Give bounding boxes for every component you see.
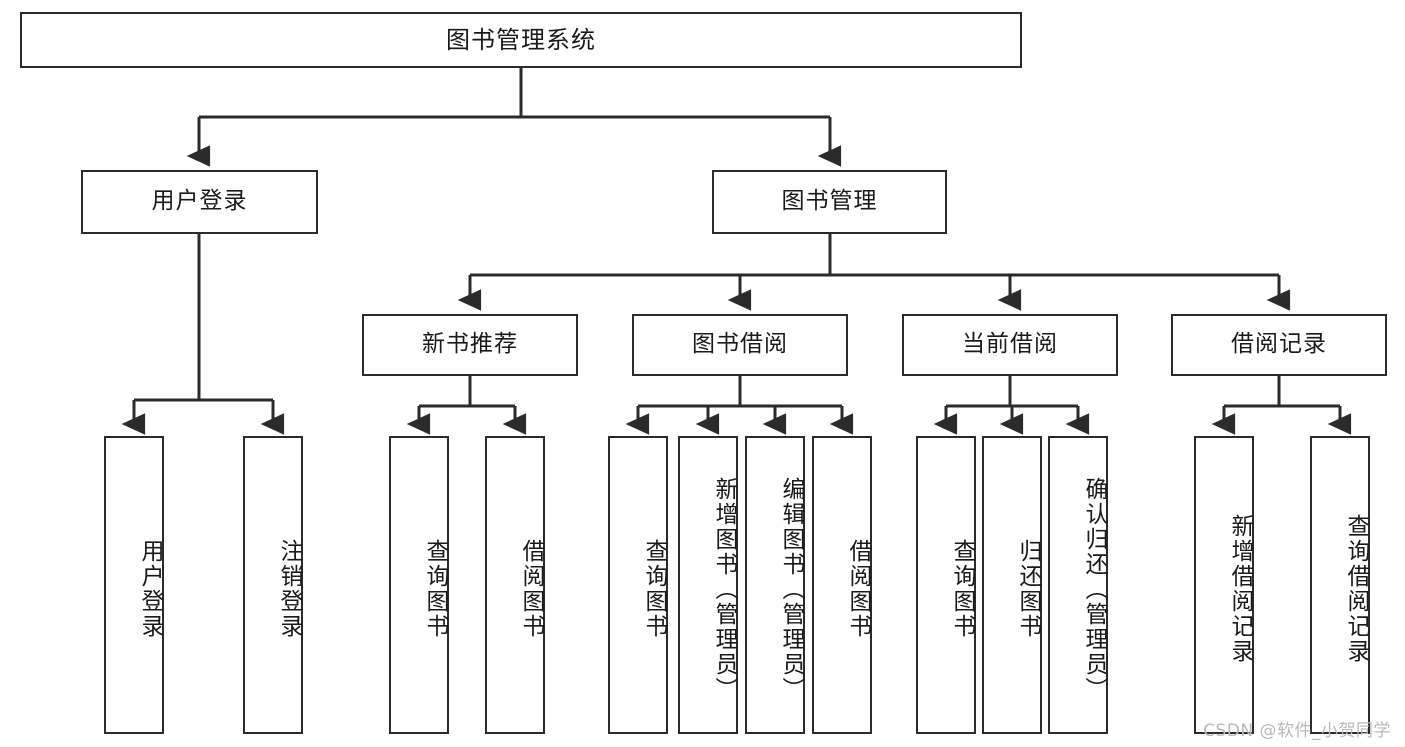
leaf-logout[interactable]: 注销登录	[243, 436, 303, 734]
edge-root-to-level2	[186, 68, 842, 167]
node-label: 查询借阅记录	[1343, 514, 1369, 664]
node-label: 注销登录	[276, 539, 302, 639]
node-root-system[interactable]: 图书管理系统	[20, 12, 1022, 68]
leaf-query-book-2[interactable]: 查询图书	[608, 436, 668, 734]
node-label: 用户登录	[137, 539, 163, 639]
node-label: 新书推荐	[422, 331, 518, 358]
node-current-borrow[interactable]: 当前借阅	[902, 314, 1118, 376]
node-label: 归还图书	[1015, 539, 1041, 639]
node-label: 借阅图书	[845, 539, 871, 639]
leaf-query-book-3[interactable]: 查询图书	[916, 436, 976, 734]
node-label: 用户登录	[151, 188, 248, 215]
node-label: 查询图书	[949, 539, 975, 639]
node-label: 查询图书	[641, 539, 667, 639]
leaf-confirm-return[interactable]: 确认归还（管理员）	[1048, 436, 1108, 734]
node-book-borrow[interactable]: 图书借阅	[632, 314, 848, 376]
node-label: 图书管理	[781, 188, 878, 215]
edge-userlogin-to-leaves	[121, 234, 285, 435]
node-label: 编辑图书（管理员）	[778, 476, 804, 702]
node-borrow-record[interactable]: 借阅记录	[1171, 314, 1387, 376]
leaf-query-book-1[interactable]: 查询图书	[389, 436, 449, 734]
edge-bookborrow-to-leaves	[625, 376, 854, 435]
leaf-user-login[interactable]: 用户登录	[104, 436, 164, 734]
leaf-add-borrow-record[interactable]: 新增借阅记录	[1194, 436, 1254, 734]
node-book-manage[interactable]: 图书管理	[712, 170, 947, 234]
node-label: 图书借阅	[692, 331, 788, 358]
node-label: 查询图书	[422, 539, 448, 639]
leaf-query-borrow-record[interactable]: 查询借阅记录	[1310, 436, 1370, 734]
node-label: 借阅图书	[518, 539, 544, 639]
node-label: 确认归还（管理员）	[1081, 476, 1107, 702]
node-new-book-recommend[interactable]: 新书推荐	[362, 314, 578, 376]
node-label: 借阅记录	[1231, 331, 1327, 358]
node-user-login[interactable]: 用户登录	[81, 170, 318, 234]
node-label: 新增借阅记录	[1227, 514, 1253, 664]
node-label: 新增图书（管理员）	[711, 476, 737, 702]
leaf-borrow-book-2[interactable]: 借阅图书	[812, 436, 872, 734]
edge-currentborrow-to-leaves	[933, 376, 1090, 435]
edge-newbook-to-leaves	[406, 376, 527, 435]
watermark-text: CSDN @软件_小贺同学	[1203, 721, 1391, 741]
leaf-borrow-book-1[interactable]: 借阅图书	[485, 436, 545, 734]
node-label: 图书管理系统	[446, 25, 596, 54]
leaf-edit-book[interactable]: 编辑图书（管理员）	[745, 436, 805, 734]
edge-borrowrecord-to-leaves	[1211, 376, 1352, 435]
leaf-add-book[interactable]: 新增图书（管理员）	[678, 436, 738, 734]
leaf-return-book[interactable]: 归还图书	[982, 436, 1042, 734]
edge-bookmanage-to-level3	[457, 234, 1291, 311]
node-label: 当前借阅	[962, 331, 1058, 358]
